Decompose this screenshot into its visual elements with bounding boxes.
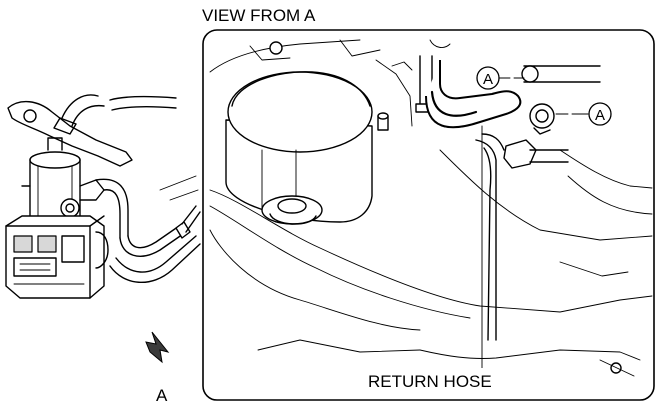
callout-a-lower [555,102,612,126]
callout-letter-upper: A [483,71,493,88]
overview-assembly [5,94,201,299]
view-title: VIEW FROM A [202,6,316,25]
callout-a-upper [476,66,525,90]
detail-view-frame [202,29,655,401]
return-hose-label: RETURN HOSE [368,372,492,391]
callout-letter-lower: A [595,107,605,124]
view-arrow-label: A [156,386,168,405]
view-direction-arrow [145,331,170,364]
detail-view-drawing [209,39,653,377]
